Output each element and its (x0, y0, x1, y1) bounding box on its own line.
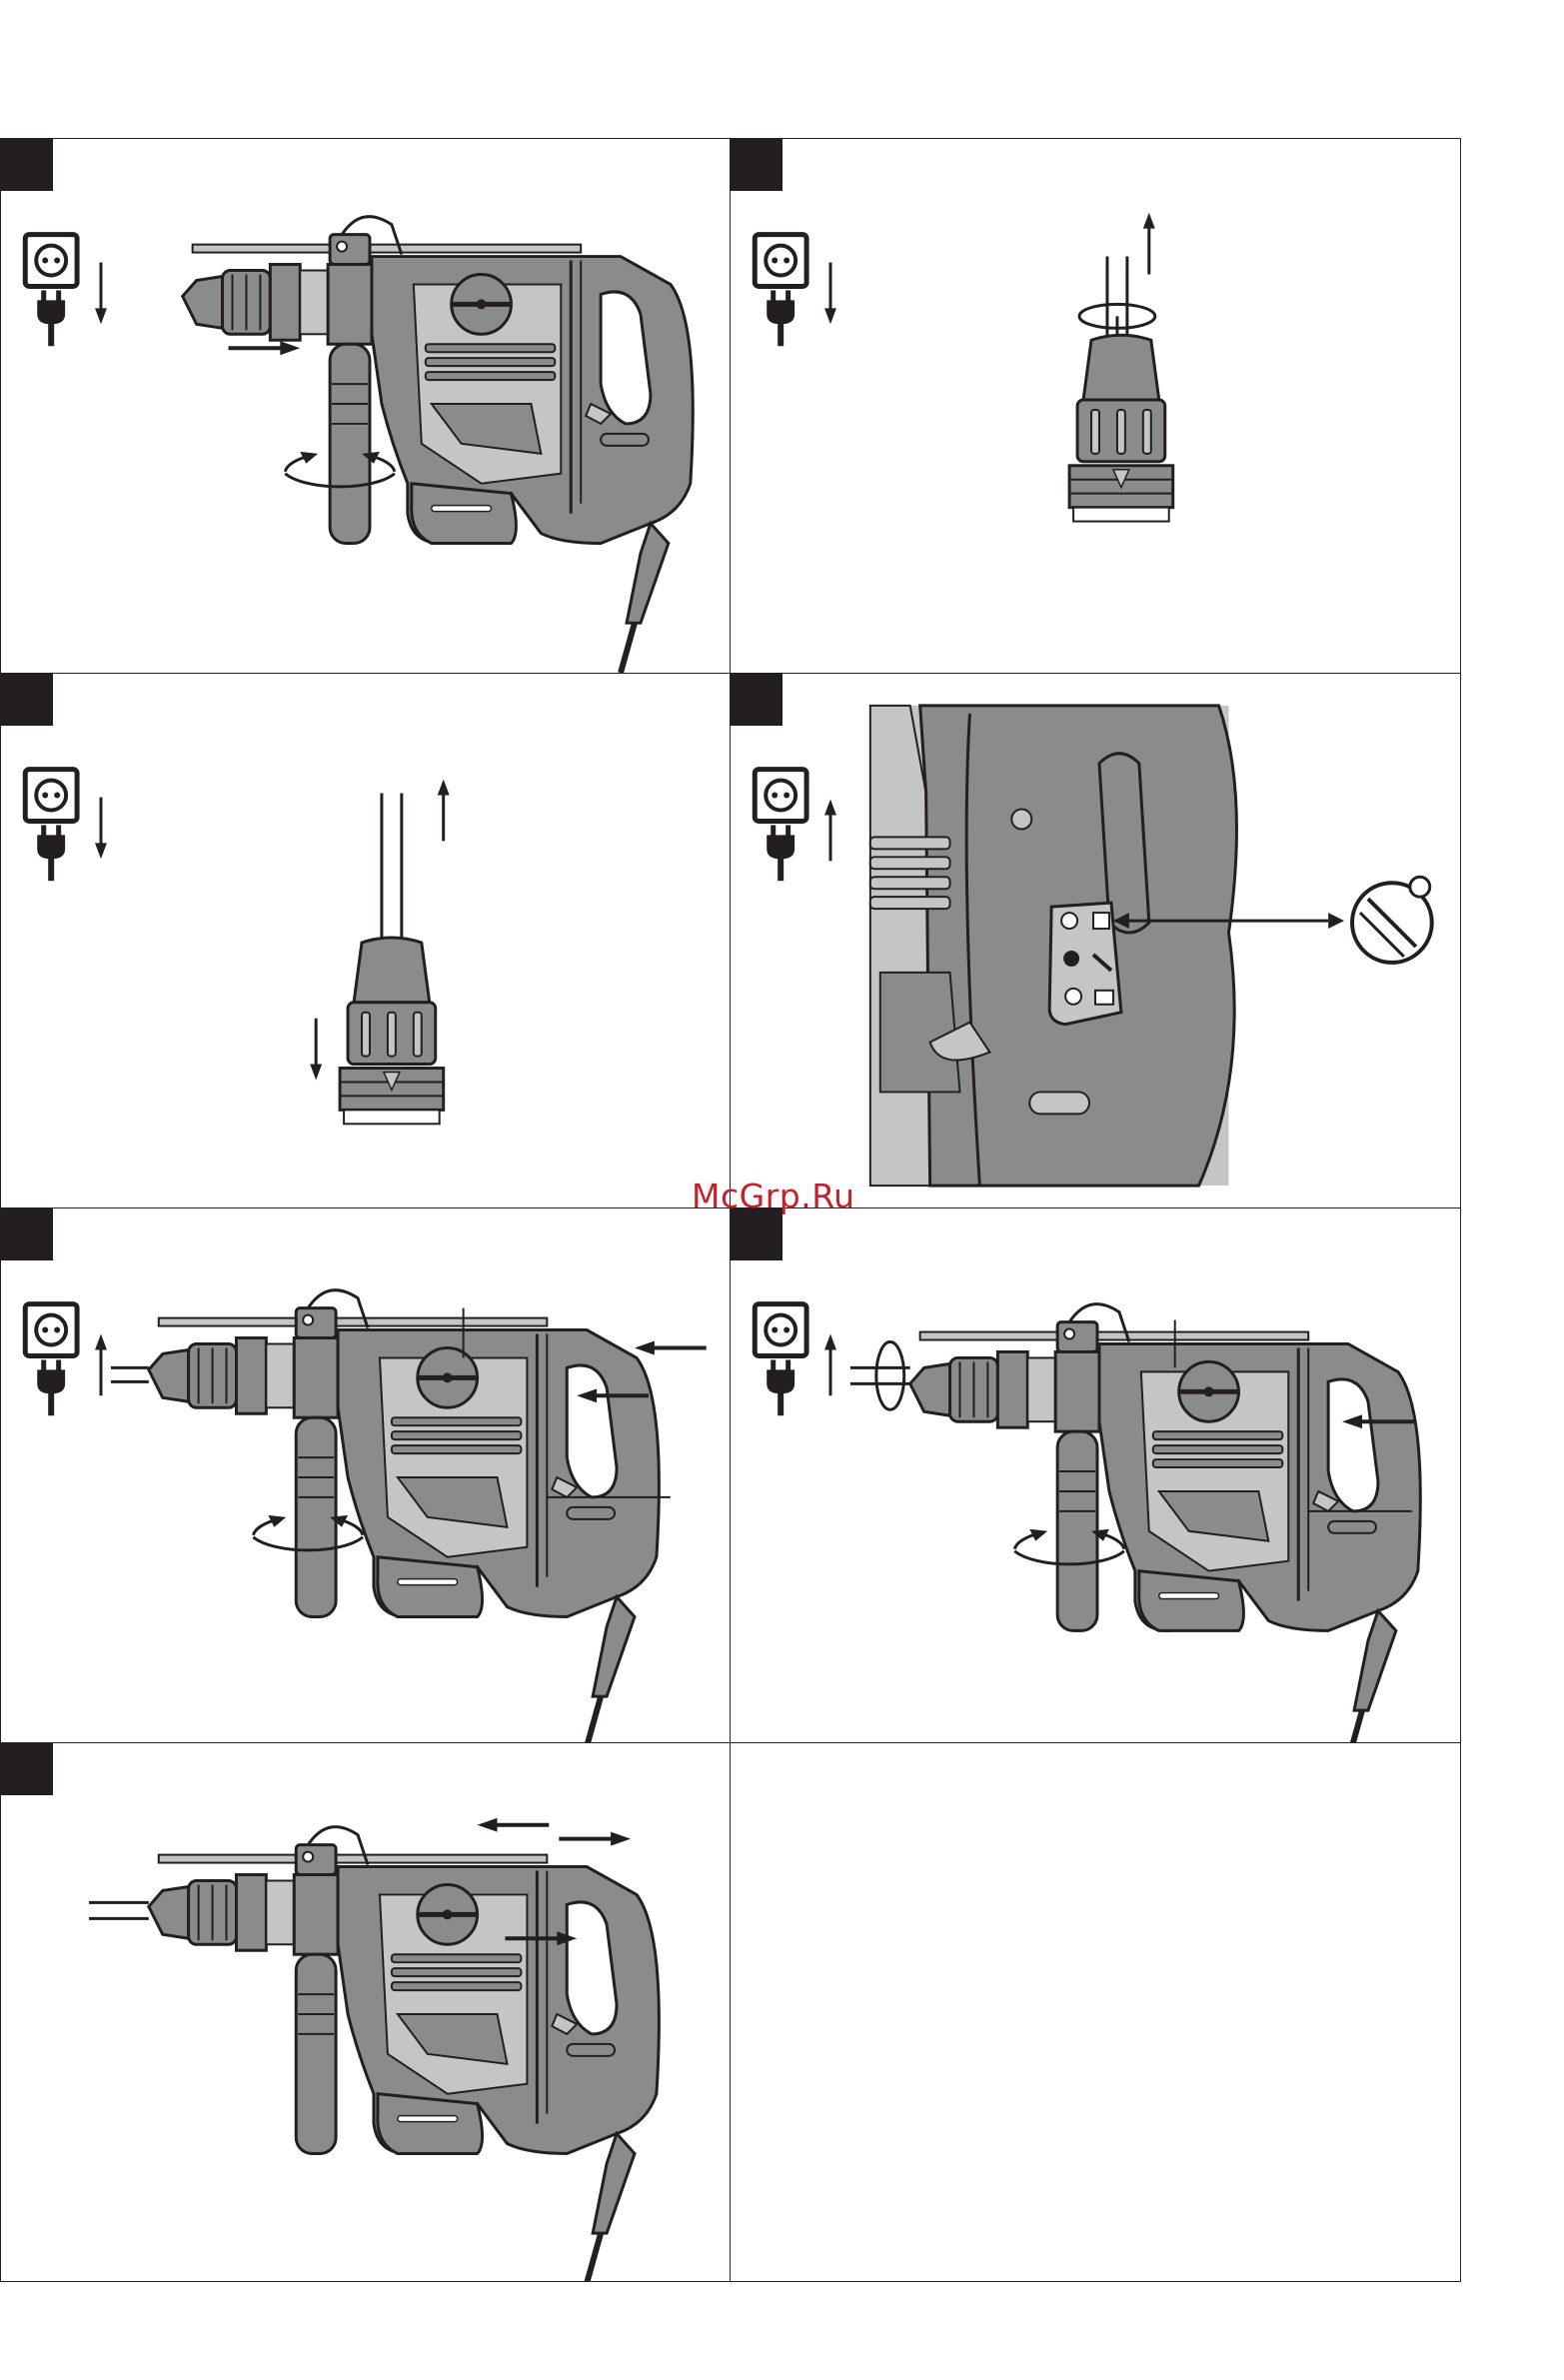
plug-icon (755, 1304, 806, 1416)
plug-icon (25, 1304, 77, 1416)
figure-3 (0, 673, 732, 1209)
figure-8-empty (730, 1742, 1461, 2282)
figure-4-illustration (731, 674, 1460, 1208)
plug-icon (25, 770, 77, 882)
arrow-up-icon (95, 1334, 107, 1396)
watermark: McGrp.Ru (692, 1177, 855, 1215)
figure-5 (0, 1207, 732, 1744)
rotate-icon (876, 1342, 904, 1410)
figure-1-illustration (1, 139, 731, 674)
chuck-icon (340, 938, 444, 1124)
plug-icon (25, 235, 77, 347)
arrow-down-icon (824, 263, 836, 325)
arrow-down-icon (95, 263, 107, 325)
figure-7 (0, 1742, 732, 2282)
hammer-mode-icon (1095, 991, 1113, 1005)
figure-1 (0, 138, 732, 675)
plug-icon (755, 235, 806, 347)
figure-2-illustration (731, 139, 1460, 674)
figure-6-illustration (731, 1208, 1460, 1743)
figure-3-illustration (1, 674, 731, 1208)
figure-6 (730, 1207, 1461, 1744)
arrow-right-icon (229, 341, 301, 355)
arrow-up-icon (824, 800, 836, 862)
arrow-down-icon (95, 798, 107, 860)
arrow-up-icon (824, 1334, 836, 1396)
rotary-hammer-icon (183, 217, 694, 673)
arrow-up-icon (438, 780, 450, 842)
figure-7-illustration (1, 1743, 731, 2281)
arrow-up-icon (1143, 213, 1155, 275)
mode-selector-plate (1049, 903, 1121, 1025)
arrow-left-icon (478, 1818, 550, 1832)
arrow-right-icon (559, 1832, 631, 1846)
figure-5-illustration (1, 1208, 731, 1743)
lock-icon (1093, 913, 1109, 929)
rotary-hammer-icon (149, 1290, 660, 1743)
figure-4 (730, 673, 1461, 1209)
arrow-left-icon (635, 1341, 707, 1355)
plug-icon (755, 770, 806, 882)
chuck-icon (1069, 335, 1173, 521)
rotary-hammer-icon (149, 1827, 660, 2281)
figure-2 (730, 138, 1461, 675)
arrow-down-icon (310, 1019, 322, 1081)
rotary-hammer-icon (910, 1304, 1421, 1743)
